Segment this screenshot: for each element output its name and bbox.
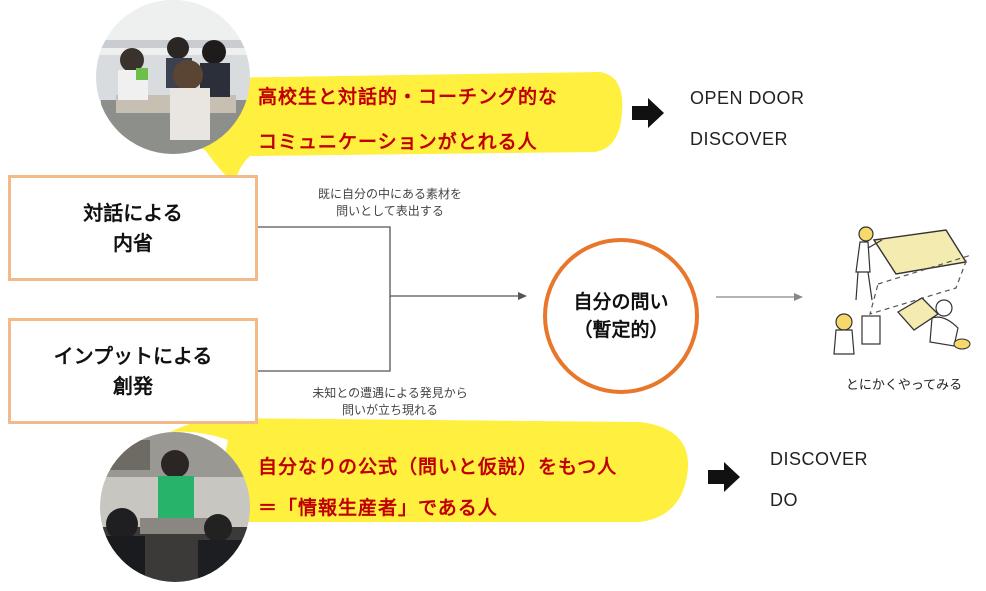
bottom-highlight-line1: 自分なりの公式（問いと仮説）をもつ人 <box>258 456 618 478</box>
input-box-line2: 創発 <box>113 374 153 398</box>
center-line2: （暫定的） <box>573 319 669 341</box>
result-caption: とにかくやってみる <box>845 378 963 393</box>
connector-bottom <box>258 296 391 372</box>
connector-arrowhead <box>518 292 527 300</box>
note-bottom-line1: 未知との遭遇による発見から <box>312 386 468 400</box>
dialogue-box-line1: 対話による <box>83 201 183 225</box>
note-bottom-line2: 問いが立ち現れる <box>341 403 438 417</box>
input-box-line1: インプットによる <box>53 344 213 368</box>
own-question-circle: 自分の問い （暫定的） <box>543 238 699 394</box>
people-building-illustration <box>833 226 971 355</box>
bottom-outcome-line2: DO <box>770 490 798 510</box>
input-emergence-box: インプットによる 創発 <box>8 318 258 424</box>
dialogue-box-line2: 内省 <box>113 231 153 255</box>
top-highlight-bubble <box>184 72 623 187</box>
students-talking-photo <box>96 0 250 154</box>
meeting-photo <box>100 432 250 582</box>
dialogue-reflection-box: 対話による 内省 <box>8 175 258 281</box>
top-highlight-line1: 高校生と対話的・コーチング的な <box>258 86 559 108</box>
top-outcome-line1: OPEN DOOR <box>690 88 805 108</box>
note-top-line2: 問いとして表出する <box>336 204 444 218</box>
connector-top <box>258 226 522 297</box>
note-top: 既に自分の中にある素材を 問いとして表出する <box>280 186 500 220</box>
top-outcome-line2: DISCOVER <box>690 129 789 149</box>
bottom-block-arrow <box>708 462 740 492</box>
top-highlight-line2: コミュニケーションがとれる人 <box>258 131 538 153</box>
bottom-outcome-line1: DISCOVER <box>770 449 869 469</box>
bottom-highlight-line2: ＝「情報生産者」である人 <box>258 497 498 519</box>
result-arrowhead <box>794 293 803 301</box>
note-top-line1: 既に自分の中にある素材を <box>317 187 462 201</box>
top-block-arrow <box>632 98 664 128</box>
center-line1: 自分の問い <box>573 291 669 313</box>
bottom-highlight-bubble <box>170 418 689 522</box>
note-bottom: 未知との遭遇による発見から 問いが立ち現れる <box>280 385 500 419</box>
